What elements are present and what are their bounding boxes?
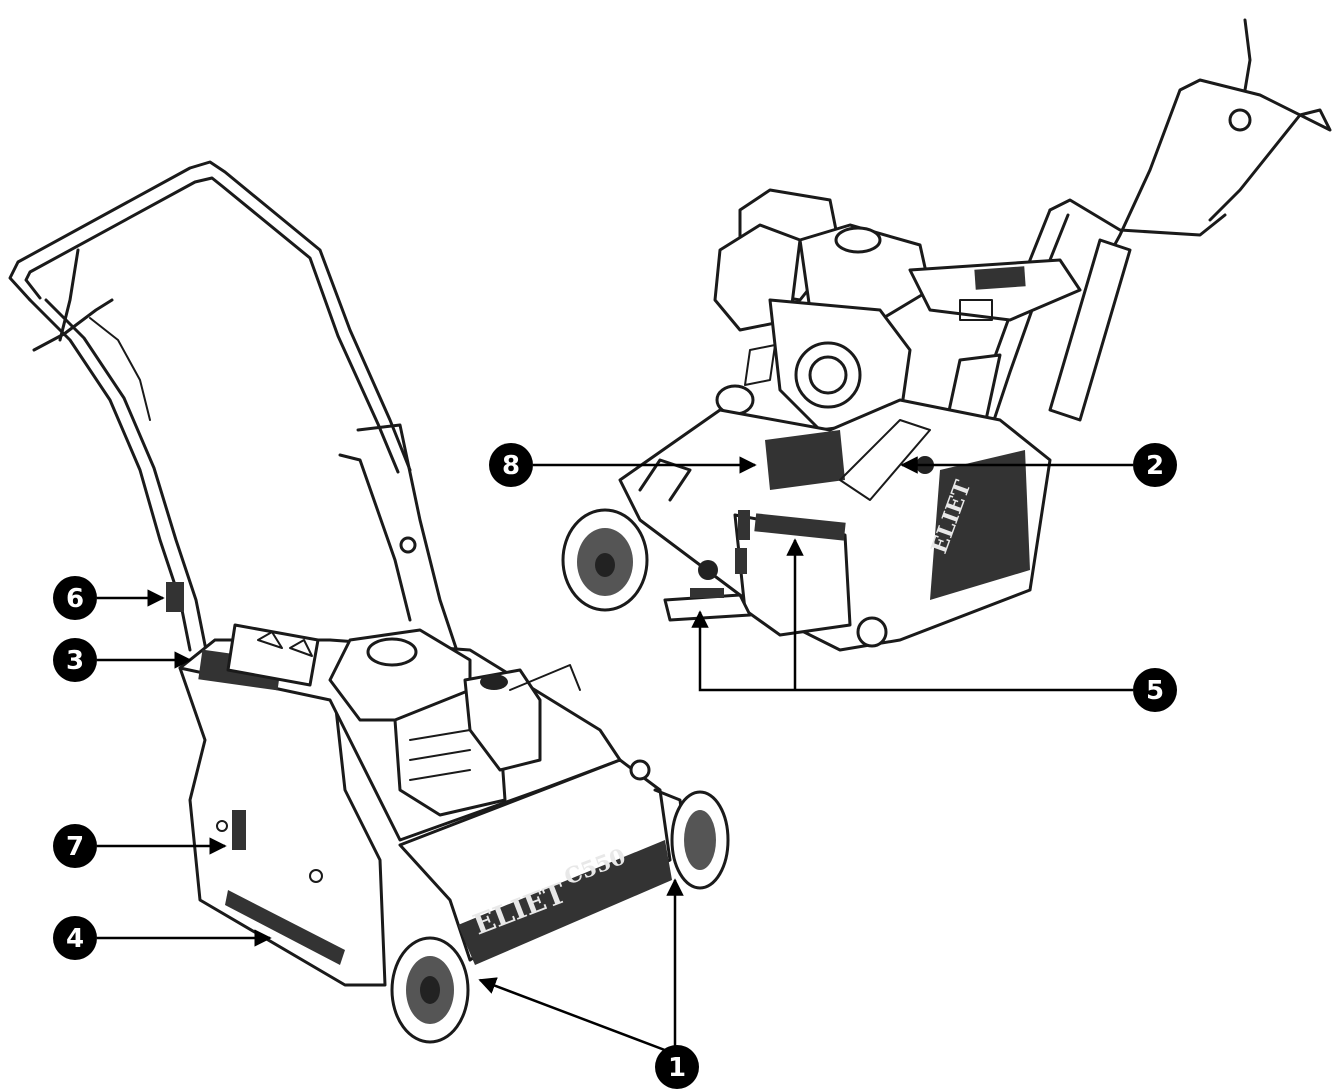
front-handle-outer — [8, 160, 412, 472]
rear-top-cover — [908, 258, 1082, 322]
callout-8: 8 — [489, 443, 533, 487]
front-bottom-decal — [225, 890, 345, 965]
front-engine — [328, 628, 581, 817]
svg-text:6: 6 — [66, 584, 84, 614]
svg-text:1: 1 — [668, 1053, 686, 1083]
leader-1a — [478, 977, 671, 1054]
rear-brand-plate — [930, 450, 1030, 600]
callout-5: 5 — [1133, 668, 1177, 712]
svg-text:4: 4 — [66, 924, 84, 954]
rear-roller-knob — [856, 616, 888, 648]
rear-deck-decal — [765, 430, 845, 490]
rear-wheel — [561, 508, 649, 612]
front-right-wheel — [670, 790, 730, 890]
callout-7: 7 — [53, 824, 97, 868]
callout-4: 4 — [53, 916, 97, 960]
callout-2: 2 — [1133, 443, 1177, 487]
front-fuel-cap — [366, 637, 418, 667]
rear-fuel-cap — [834, 226, 882, 254]
rear-handle-loop — [1088, 78, 1332, 292]
svg-text:2: 2 — [1146, 451, 1164, 481]
rear-rail — [839, 419, 931, 501]
callout-1: 1 — [655, 1045, 699, 1089]
front-brand-plate — [458, 840, 672, 965]
front-side-decal — [232, 810, 246, 850]
rear-machine-illustration: ELIET — [561, 18, 1332, 652]
rear-bracket — [663, 593, 752, 622]
svg-text:3: 3 — [66, 646, 84, 676]
front-machine-illustration: ELIET C550 — [8, 160, 730, 1044]
callout-leaders — [97, 456, 1133, 1054]
svg-text:8: 8 — [502, 451, 520, 481]
svg-text:7: 7 — [66, 832, 84, 862]
callout-3: 3 — [53, 638, 97, 682]
leader-5a — [691, 610, 1133, 692]
front-handle-right-post — [356, 423, 462, 662]
callout-6: 6 — [53, 576, 97, 620]
front-handle-inner — [24, 176, 400, 474]
rear-handle-bracket — [1048, 238, 1132, 422]
svg-text:5: 5 — [1146, 676, 1164, 706]
rear-engine — [713, 188, 932, 432]
front-handle-decal — [166, 582, 184, 612]
callout-badges: 1 2 3 4 5 6 7 8 — [53, 443, 1177, 1089]
front-left-wheel — [390, 936, 470, 1044]
front-clutch-lever — [58, 248, 80, 342]
rear-clutch-lever — [1243, 18, 1252, 92]
